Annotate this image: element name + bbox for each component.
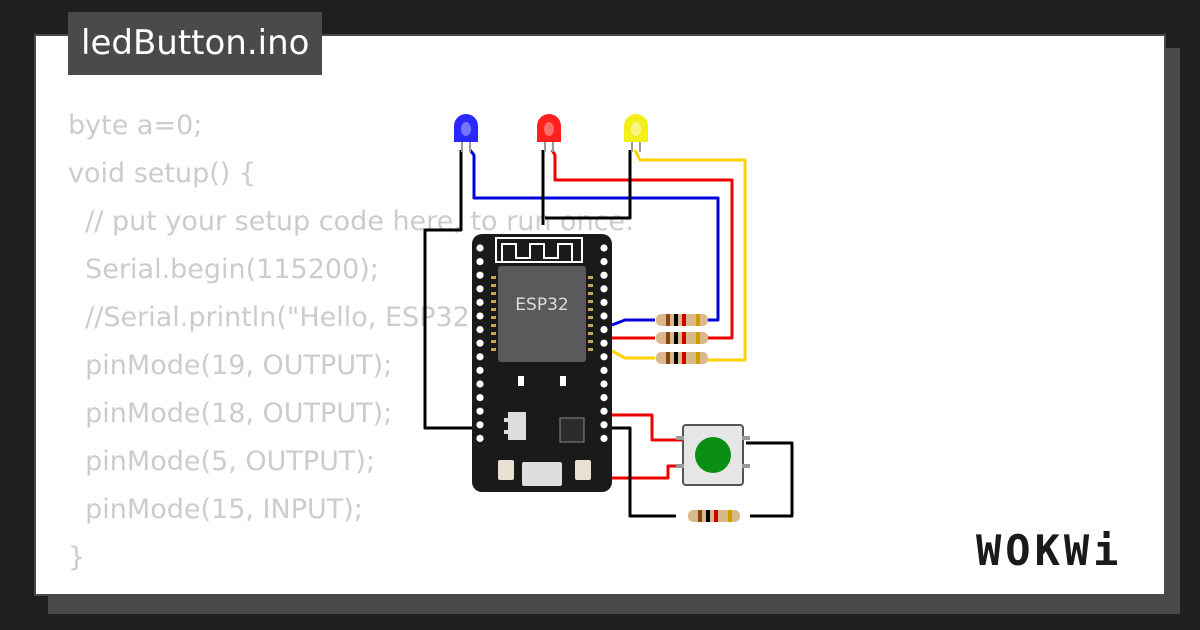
board-label: ESP32: [515, 295, 568, 315]
button-ground-wire: [612, 426, 676, 518]
red-led-wire: [550, 149, 734, 340]
header-pin: [476, 298, 484, 306]
en-button[interactable]: [498, 460, 514, 480]
wires: [423, 149, 794, 518]
code-preview: byte a=0; void setup() { // put your setu…: [68, 104, 634, 584]
module-pad: [588, 292, 593, 295]
header-pin: [476, 394, 484, 402]
push-button[interactable]: [676, 424, 750, 486]
usb-chip: [559, 417, 585, 443]
blue-led-wire: [468, 149, 720, 322]
header-pin: [600, 366, 608, 374]
header-pin: [476, 258, 484, 266]
code-line: }: [68, 542, 86, 573]
header-pin: [476, 421, 484, 429]
header-pin: [600, 339, 608, 347]
code-line: pinMode(19, OUTPUT);: [68, 350, 393, 381]
header-pin: [476, 434, 484, 442]
module-pad: [491, 324, 496, 327]
module-pad: [491, 332, 496, 335]
header-pin: [600, 244, 608, 252]
header-pin: [476, 244, 484, 252]
header-pin: [600, 258, 608, 266]
header-pin: [600, 421, 608, 429]
header-pin: [600, 326, 608, 334]
resistor-yellow-led: [656, 352, 708, 364]
module-pads: [491, 276, 593, 351]
header-pin: [476, 312, 484, 320]
code-line: pinMode(5, OUTPUT);: [68, 446, 376, 477]
module-pad: [588, 316, 593, 319]
module-pad: [588, 348, 593, 351]
left-pin-header: [476, 244, 484, 442]
header-pin: [476, 353, 484, 361]
blue-resistor-wire: [611, 318, 655, 327]
code-line: pinMode(18, OUTPUT);: [68, 398, 393, 429]
yellow-led-wire: [633, 149, 747, 362]
header-pin: [476, 407, 484, 415]
module-pad: [588, 300, 593, 303]
header-pin: [476, 366, 484, 374]
header-pin: [600, 394, 608, 402]
red-led: [537, 114, 561, 152]
blue-led: [454, 114, 478, 152]
code-line: Serial.begin(115200);: [68, 254, 379, 285]
usb-port: [522, 462, 562, 486]
module-pad: [491, 292, 496, 295]
header-pin: [476, 271, 484, 279]
header-pin: [476, 285, 484, 293]
header-pin: [600, 380, 608, 388]
module-pad: [588, 340, 593, 343]
button-signal-wire: [612, 413, 683, 442]
code-line: pinMode(15, INPUT);: [68, 494, 363, 525]
code-line: void setup() {: [68, 158, 257, 189]
module-pad: [588, 324, 593, 327]
ground-wire-yellow: [545, 150, 632, 220]
module-pad: [491, 340, 496, 343]
code-line: // put your setup code here, to run once…: [68, 206, 635, 237]
header-pin: [600, 285, 608, 293]
module-pad: [588, 284, 593, 287]
header-pin: [600, 353, 608, 361]
header-pin: [600, 271, 608, 279]
resistor-blue-led: [656, 314, 708, 326]
pulldown-resistor: [688, 510, 740, 522]
header-pin: [600, 298, 608, 306]
module-pad: [491, 308, 496, 311]
yellow-resistor-wire: [611, 349, 655, 360]
pulldown-wire: [746, 441, 794, 518]
resistor-red-led: [656, 332, 708, 344]
button-power-wire: [605, 428, 683, 480]
header-pin: [600, 434, 608, 442]
code-line: byte a=0;: [68, 110, 203, 141]
module-pad: [491, 348, 496, 351]
voltage-regulator: [508, 412, 526, 440]
header-pin: [600, 407, 608, 415]
module-pad: [491, 276, 496, 279]
right-pin-header: [600, 244, 608, 442]
module-pad: [491, 284, 496, 287]
header-pin: [600, 312, 608, 320]
module-pad: [588, 276, 593, 279]
module-pad: [588, 308, 593, 311]
header-pin: [476, 326, 484, 334]
ground-wire-leds: [423, 150, 478, 430]
button-cap: [695, 437, 731, 473]
header-pin: [476, 380, 484, 388]
module-pad: [491, 300, 496, 303]
header-pin: [476, 339, 484, 347]
esp32-module: [498, 266, 586, 362]
module-pad: [588, 332, 593, 335]
esp32-board: ESP32: [472, 234, 612, 492]
module-pad: [491, 316, 496, 319]
file-title[interactable]: ledButton.ino: [68, 12, 323, 75]
wokwi-logo: WOKWi: [976, 526, 1123, 575]
yellow-led: [624, 114, 648, 152]
boot-button[interactable]: [575, 460, 591, 480]
resistors: [656, 314, 740, 522]
